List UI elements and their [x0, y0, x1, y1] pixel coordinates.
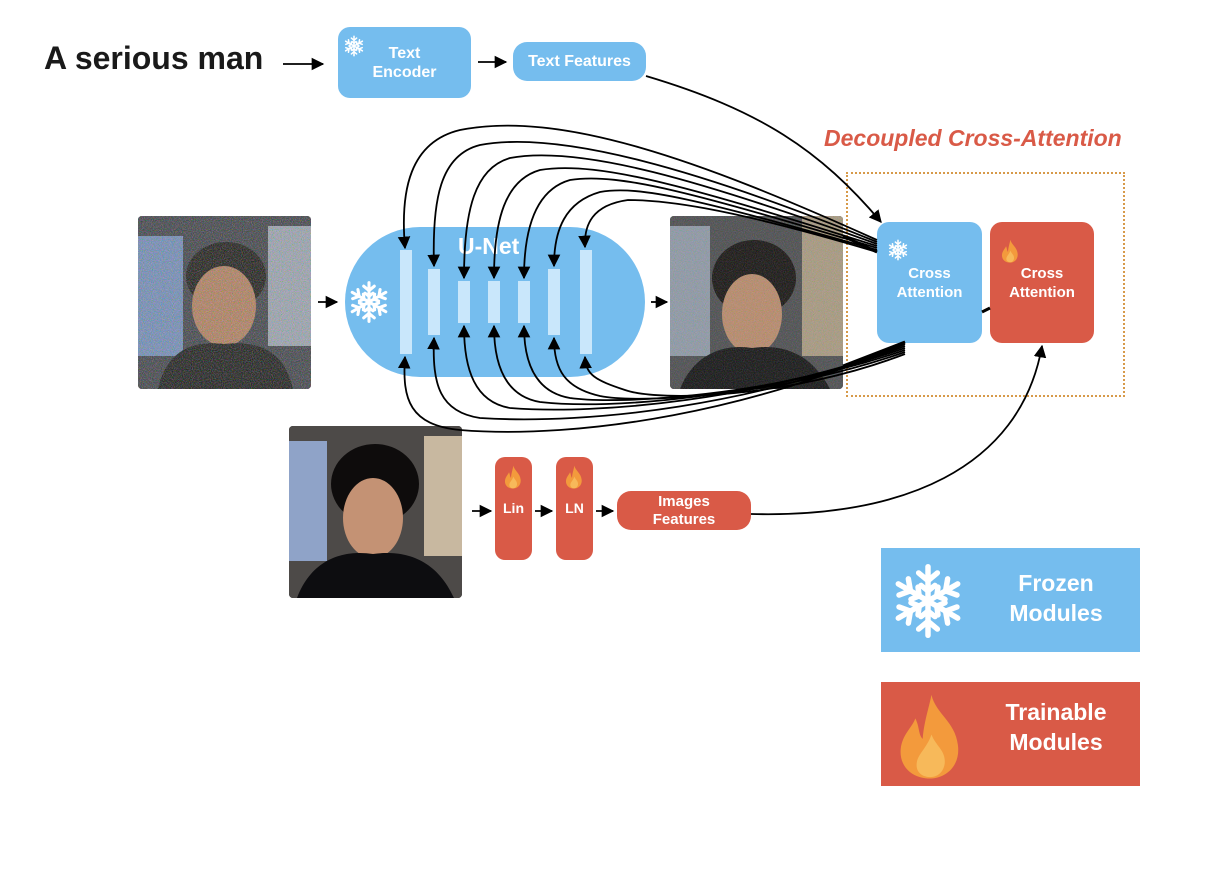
lin-label: Lin [503, 500, 524, 516]
cross-attention-trainable-block: Cross Attention [990, 222, 1094, 343]
noisy-face-figure [138, 216, 311, 389]
image-features-label: Images Features [652, 492, 716, 528]
snowflake-icon [889, 562, 967, 640]
ln-label: LN [565, 500, 584, 516]
noisy-input-image [138, 216, 311, 389]
unet-layer-3 [458, 281, 470, 323]
image-features-block: Images Features [617, 491, 751, 530]
text-encoder-label: Text Encoder [372, 44, 437, 81]
legend-trainable: Trainable Modules [881, 682, 1140, 786]
cross-attention-trainable-label: Cross Attention [1009, 264, 1075, 301]
flame-icon [1000, 239, 1020, 263]
flame-icon [893, 692, 967, 780]
reference-face-figure [289, 426, 462, 598]
decoupled-cross-attention-title: Decoupled Cross-Attention [824, 125, 1122, 151]
snowflake-icon [347, 280, 391, 324]
text-encoder-block: Text Encoder [338, 27, 471, 98]
snowflake-icon [343, 35, 365, 57]
flame-icon [564, 465, 584, 489]
ln-block: LN [556, 457, 593, 560]
reference-image [289, 426, 462, 598]
cross-attention-frozen-block: Cross Attention [877, 222, 982, 343]
unet-label: U-Net [458, 233, 520, 259]
prompt-text: A serious man [44, 40, 264, 76]
cross-attention-frozen-label: Cross Attention [896, 264, 963, 301]
unet-layer-1 [400, 250, 412, 354]
unet-layer-6 [548, 269, 560, 335]
legend-frozen: Frozen Modules [881, 548, 1140, 652]
flame-icon [503, 465, 523, 489]
unet-layer-4 [488, 281, 500, 323]
unet-layer-5 [518, 281, 530, 323]
text-features-block: Text Features [513, 42, 646, 81]
legend-trainable-label: Trainable Modules [1005, 699, 1107, 755]
legend-frozen-label: Frozen Modules [1009, 570, 1103, 626]
unet-layer-2 [428, 269, 440, 335]
output-image [670, 216, 843, 389]
lin-block: Lin [495, 457, 532, 560]
denoised-face-figure [670, 216, 843, 389]
text-features-label: Text Features [528, 53, 631, 70]
unet-layer-7 [580, 250, 592, 354]
snowflake-icon [887, 239, 909, 261]
